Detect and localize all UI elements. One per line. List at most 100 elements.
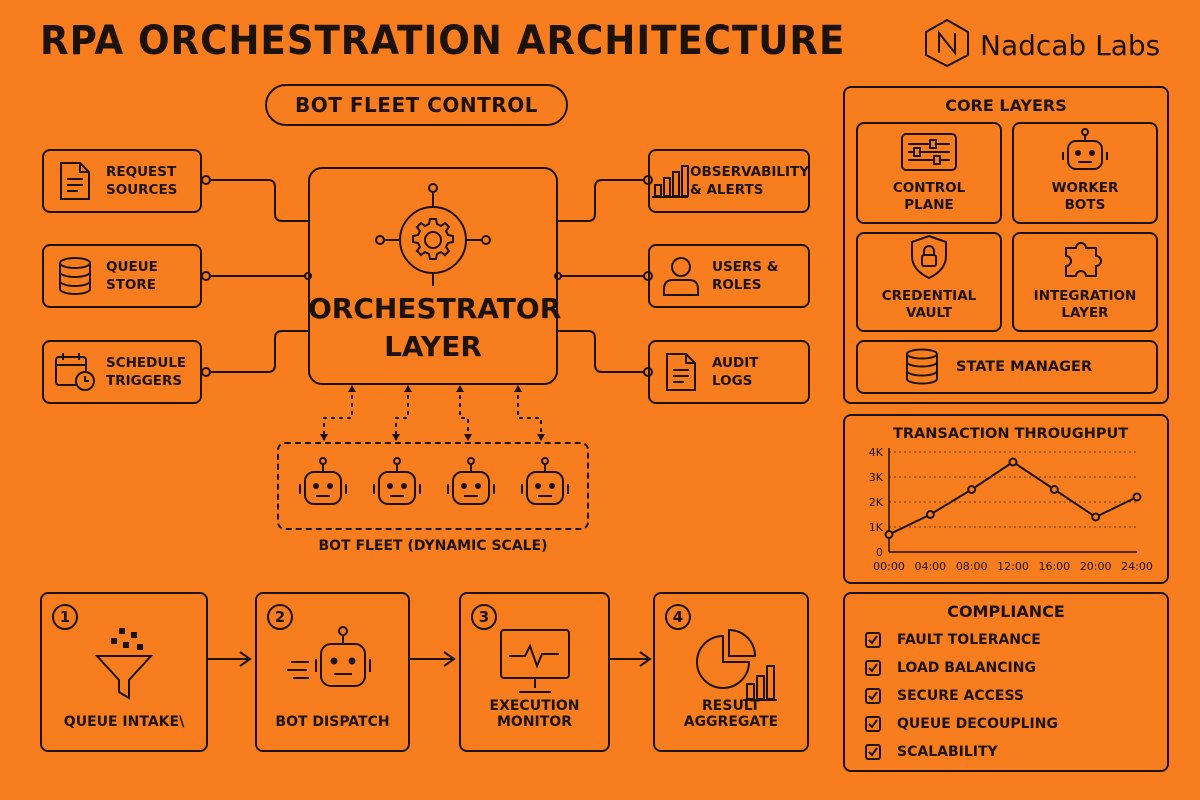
credential-vault-card: CREDENTIAL VAULT	[856, 232, 1002, 332]
compliance-item-label: QUEUE DECOUPLING	[897, 716, 1058, 732]
step-number: 1	[52, 604, 78, 630]
document-icon	[44, 161, 106, 201]
step-label: EXECUTION MONITOR	[489, 698, 580, 730]
control-plane-card: CONTROL PLANE	[856, 122, 1002, 224]
x-tick-label: 12:00	[997, 560, 1029, 573]
compliance-item: FAULT TOLERANCE	[865, 632, 1041, 648]
compliance-item: LOAD BALANCING	[865, 660, 1036, 676]
checkbox-checked-icon	[865, 688, 881, 704]
core-layers-title: CORE LAYERS	[945, 96, 1067, 115]
database-icon	[906, 348, 938, 385]
x-tick-label: 08:00	[956, 560, 988, 573]
y-tick-label: 1K	[869, 521, 884, 534]
x-tick-label: 00:00	[873, 560, 905, 573]
compliance-item: SCALABILITY	[865, 744, 998, 760]
monitor-icon	[461, 624, 608, 700]
shield-lock-icon	[911, 234, 947, 280]
step-number: 4	[665, 604, 691, 630]
orchestrator-layer-label: ORCHESTRATOR LAYER	[308, 292, 562, 363]
step-execution-monitor: 3 EXECUTION MONITOR	[459, 592, 610, 752]
step-label: QUEUE INTAKE\	[63, 714, 185, 730]
transaction-throughput-panel: TRANSACTION THROUGHPUT 0 1K 2K 3K 4K 00:00 04:…	[843, 414, 1169, 584]
queue-store-node: QUEUE STORE	[42, 244, 202, 308]
gear-icon	[375, 183, 491, 286]
step-label: BOT DISPATCH	[275, 714, 390, 730]
bot-fleet-group	[277, 442, 589, 530]
brand-name: Nadcab Labs	[980, 28, 1161, 62]
checkbox-checked-icon	[865, 632, 881, 648]
y-tick-label: 4K	[869, 446, 884, 459]
request-sources-node: REQUEST SOURCES	[42, 149, 202, 213]
users-roles-node: USERS & ROLES	[648, 244, 810, 308]
compliance-item-label: FAULT TOLERANCE	[897, 632, 1041, 648]
compliance-item-label: LOAD BALANCING	[897, 660, 1036, 676]
observability-alerts-label: OBSERVABILITY & ALERTS	[690, 164, 810, 198]
bot-fleet-control-pill: BOT FLEET CONTROL	[265, 84, 568, 126]
state-manager-card: STATE MANAGER	[856, 340, 1158, 394]
integration-layer-card: INTEGRATION LAYER	[1012, 232, 1158, 332]
funnel-icon	[42, 624, 206, 704]
bot-fleet-bots	[297, 456, 571, 514]
users-roles-label: USERS & ROLES	[712, 259, 779, 293]
audit-logs-label: AUDIT LOGS	[712, 355, 759, 389]
step-result-aggregate: 4 RESULT AGGREGATE	[653, 592, 809, 752]
x-tick-label: 04:00	[914, 560, 946, 573]
data-point	[1008, 457, 1018, 467]
x-tick-label: 20:00	[1080, 560, 1112, 573]
compliance-title: COMPLIANCE	[947, 602, 1065, 621]
y-tick-label: 3K	[869, 471, 884, 484]
checkbox-checked-icon	[865, 744, 881, 760]
chart-title: TRANSACTION THROUGHPUT	[893, 426, 1129, 442]
step-queue-intake: 1 QUEUE INTAKE\	[40, 592, 208, 752]
page-title: RPA ORCHESTRATION ARCHITECTURE	[40, 18, 846, 64]
document-icon	[650, 352, 712, 392]
checkbox-checked-icon	[865, 660, 881, 676]
data-point	[967, 485, 977, 494]
pie-chart-icon	[655, 624, 807, 704]
brand-logo-icon	[924, 18, 970, 72]
compliance-item-label: SCALABILITY	[897, 744, 998, 760]
step-number: 3	[471, 604, 497, 630]
y-tick-label: 0	[876, 546, 883, 559]
compliance-item: QUEUE DECOUPLING	[865, 716, 1058, 732]
compliance-item: SECURE ACCESS	[865, 688, 1024, 704]
control-plane-label: CONTROL PLANE	[892, 180, 966, 213]
robot-icon	[447, 457, 495, 505]
schedule-triggers-node: SCHEDULE TRIGGERS	[42, 340, 202, 404]
queue-store-label: QUEUE STORE	[106, 259, 158, 293]
database-icon	[44, 256, 106, 296]
robot-icon	[373, 457, 421, 505]
step-number: 2	[267, 604, 293, 630]
robot-icon	[299, 457, 347, 505]
series-line	[888, 460, 1138, 536]
compliance-item-label: SECURE ACCESS	[897, 688, 1024, 704]
state-manager-label: STATE MANAGER	[956, 359, 1093, 375]
bot-fleet-label: BOT FLEET (DYNAMIC SCALE)	[318, 538, 548, 554]
robot-icon	[521, 457, 569, 505]
request-sources-label: REQUEST SOURCES	[106, 164, 178, 198]
integration-layer-label: INTEGRATION LAYER	[1033, 288, 1137, 321]
data-point	[884, 530, 894, 539]
orchestrator-layer-box	[308, 167, 558, 385]
worker-bots-label: WORKER BOTS	[1051, 180, 1119, 213]
user-icon	[650, 255, 712, 297]
brand: Nadcab Labs	[924, 18, 1160, 72]
checkbox-checked-icon	[865, 716, 881, 732]
x-tick-label: 24:00	[1121, 560, 1153, 573]
compliance-panel: COMPLIANCE FAULT TOLERANCE LOAD BALANCING…	[843, 592, 1169, 772]
y-tick-label: 2K	[869, 496, 884, 509]
sliders-icon	[901, 133, 957, 171]
schedule-triggers-label: SCHEDULE TRIGGERS	[106, 355, 187, 389]
worker-bots-card: WORKER BOTS	[1012, 122, 1158, 224]
data-point	[925, 510, 935, 519]
robot-icon	[257, 624, 408, 696]
credential-vault-label: CREDENTIAL VAULT	[881, 288, 977, 321]
data-point	[1091, 512, 1101, 522]
data-point	[1049, 485, 1059, 494]
core-layers-panel: CORE LAYERS CONTROL PLANE WORKER BOTS CR…	[843, 86, 1169, 404]
data-point	[1132, 492, 1142, 502]
audit-logs-node: AUDIT LOGS	[648, 340, 810, 404]
robot-icon	[1062, 128, 1108, 170]
calendar-clock-icon	[44, 351, 106, 393]
